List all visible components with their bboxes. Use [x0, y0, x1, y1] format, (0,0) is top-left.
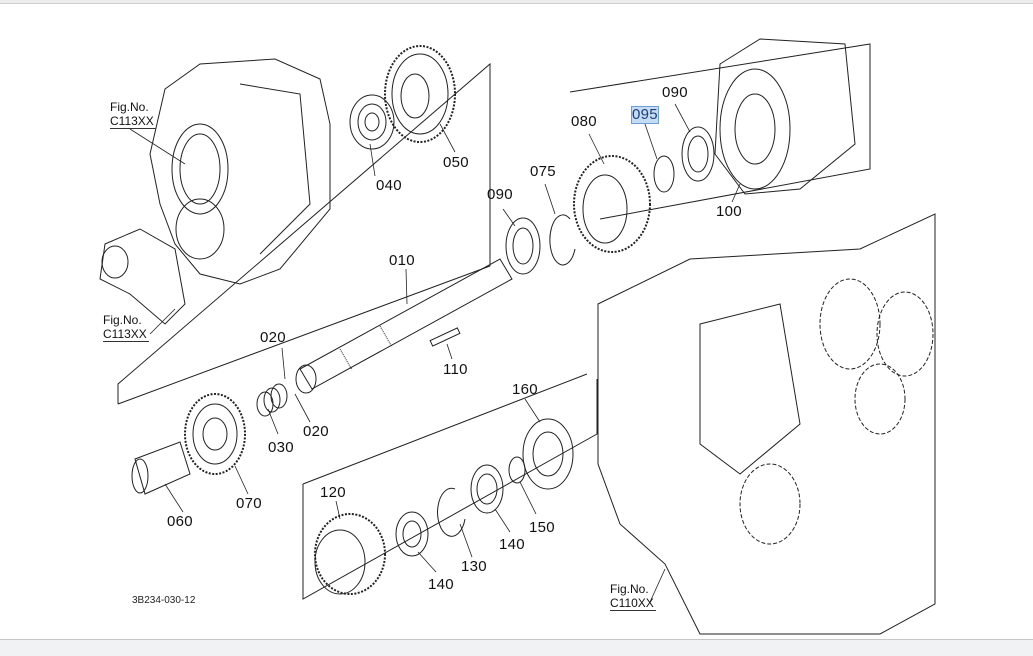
fig-ref-c113xx-bottom[interactable]: Fig.No. C113XX [103, 313, 149, 342]
bearing-140b [470, 464, 504, 514]
bearing-040 [349, 94, 395, 150]
transmission-case [597, 213, 936, 635]
bearing-160 [522, 418, 574, 490]
callout-010[interactable]: 010 [389, 252, 415, 269]
callout-150[interactable]: 150 [529, 519, 555, 536]
callout-090-right[interactable]: 090 [662, 84, 688, 101]
parts-diagram: Fig.No. C113XX Fig.No. C113XX Fig.No. C1… [0, 4, 1033, 639]
leader-lines [129, 103, 741, 603]
fig-ref-label: Fig.No. [610, 582, 649, 596]
frame-lower [302, 379, 598, 600]
gear-080 [573, 155, 651, 253]
callout-050[interactable]: 050 [443, 154, 469, 171]
bearing-140a [395, 511, 429, 557]
frame-mid [117, 265, 491, 405]
snap-ring-130 [437, 487, 466, 537]
fig-ref-code[interactable]: C113XX [110, 114, 156, 129]
ring-095 [653, 155, 675, 193]
housing-left [99, 58, 331, 325]
fig-ref-code[interactable]: C110XX [610, 596, 656, 611]
callout-090-left[interactable]: 090 [487, 186, 513, 203]
top-border [0, 0, 1033, 4]
callout-075[interactable]: 075 [530, 163, 556, 180]
gear-050 [384, 45, 456, 143]
key-110 [429, 327, 461, 347]
drawing-number: 3B234-030-12 [132, 595, 196, 606]
callout-095-selected[interactable]: 095 [631, 106, 659, 124]
gear-120 [314, 513, 386, 595]
collar-060 [131, 441, 191, 495]
frame-upper [117, 62, 491, 404]
clutch-housing-100 [714, 38, 856, 195]
fig-ref-code[interactable]: C113XX [103, 327, 149, 342]
callout-120[interactable]: 120 [320, 484, 346, 501]
callout-080[interactable]: 080 [571, 113, 597, 130]
shaft-010 [295, 258, 513, 394]
bearing-090b [681, 126, 715, 182]
callout-030[interactable]: 030 [268, 439, 294, 456]
callout-160[interactable]: 160 [512, 381, 538, 398]
callout-040[interactable]: 040 [376, 177, 402, 194]
fig-ref-label: Fig.No. [103, 313, 142, 327]
callout-100[interactable]: 100 [716, 203, 742, 220]
callout-020-lower[interactable]: 020 [303, 423, 329, 440]
callout-060[interactable]: 060 [167, 513, 193, 530]
washer-150 [508, 456, 526, 484]
exploded-view-drawing [99, 38, 936, 635]
fig-ref-c113xx-top[interactable]: Fig.No. C113XX [110, 100, 156, 129]
bottom-bar [0, 639, 1033, 656]
callout-070[interactable]: 070 [236, 495, 262, 512]
fig-ref-label: Fig.No. [110, 100, 149, 114]
fig-ref-c110xx[interactable]: Fig.No. C110XX [610, 582, 656, 611]
snap-ring-075 [549, 214, 576, 266]
callout-130[interactable]: 130 [461, 558, 487, 575]
callout-020-upper[interactable]: 020 [260, 329, 286, 346]
callout-140-right[interactable]: 140 [499, 536, 525, 553]
bearing-090a [505, 217, 541, 275]
ring-030c [270, 383, 288, 409]
ring-030b [263, 387, 281, 413]
callout-110[interactable]: 110 [443, 361, 468, 378]
callout-140-left[interactable]: 140 [428, 576, 454, 593]
gear-070 [184, 393, 246, 475]
